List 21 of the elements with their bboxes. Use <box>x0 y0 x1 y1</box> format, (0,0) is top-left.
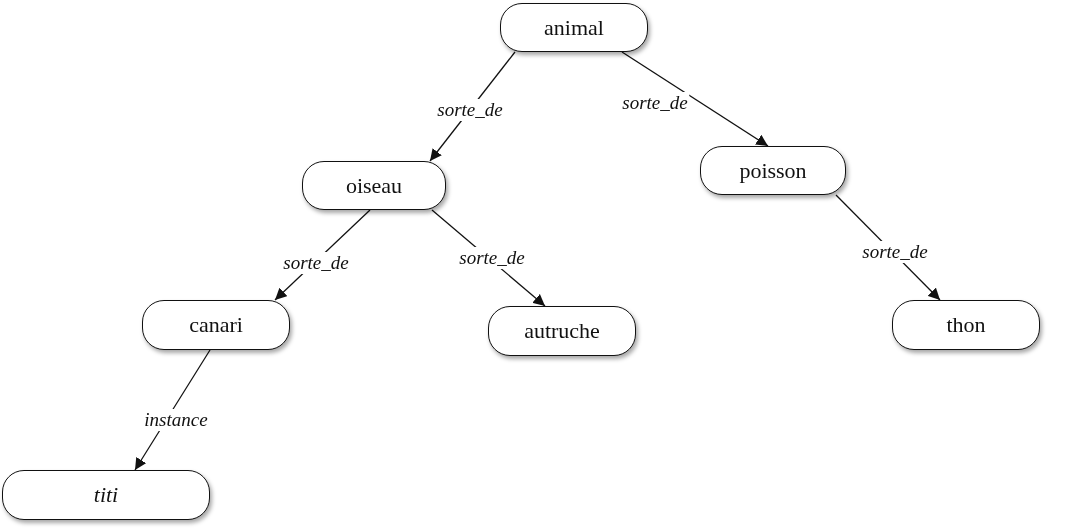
edge-label: sorte_de <box>281 252 351 274</box>
edge-label: sorte_de <box>620 92 690 114</box>
node-label: autruche <box>524 318 600 344</box>
rounded-box <box>2 470 210 520</box>
edge-label: sorte_de <box>860 241 930 263</box>
rounded-box <box>302 161 446 210</box>
arrow <box>621 51 769 147</box>
rounded-box <box>700 146 846 195</box>
node-label: thon <box>946 312 986 338</box>
node-label: titi <box>93 482 119 508</box>
rounded-box <box>142 300 290 350</box>
node-label: canari <box>189 312 243 338</box>
node-label: poisson <box>739 157 807 184</box>
edge-label: sorte_de <box>435 99 505 121</box>
edge-label: sorte_de <box>457 247 527 269</box>
node-label: oiseau <box>345 172 403 199</box>
rounded-box <box>500 3 648 52</box>
edge-label: instance <box>142 409 210 431</box>
rounded-box <box>892 300 1040 350</box>
rounded-box <box>488 306 636 356</box>
node-label: animal <box>544 14 604 41</box>
